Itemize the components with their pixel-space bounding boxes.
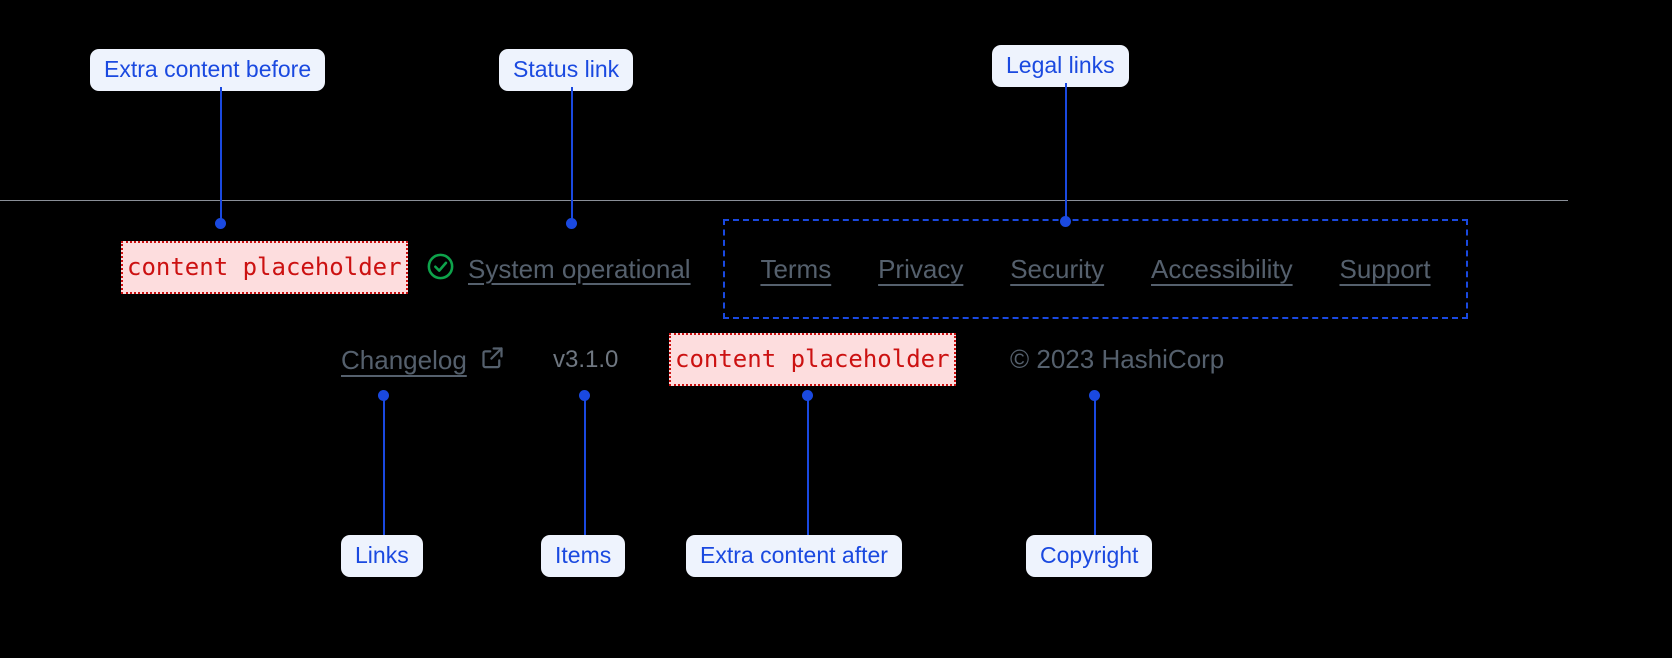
leader-extra-content-before [220,87,222,224]
leader-extra-content-after [807,396,809,535]
changelog-link[interactable]: Changelog [341,344,506,376]
legal-link-support[interactable]: Support [1339,253,1431,284]
legal-links-highlight-box [723,219,1468,319]
legal-link-privacy[interactable]: Privacy [878,253,964,284]
external-link-icon [479,344,506,376]
callout-copyright: Copyright [1026,535,1153,577]
check-circle-icon [425,251,456,287]
callout-extra-content-before: Extra content before [90,49,326,91]
anchor-dot-status-link [566,218,577,229]
anchor-dot-items [579,390,590,401]
anchor-dot-links [378,390,389,401]
extra-content-after-placeholder: content placeholder [669,333,956,386]
extra-content-before-placeholder: content placeholder [121,241,408,294]
changelog-link-label: Changelog [341,344,467,375]
leader-items [584,396,586,535]
leader-links [383,396,385,535]
callout-items: Items [541,535,626,577]
legal-link-security[interactable]: Security [1010,253,1105,284]
anchor-dot-extra-content-before [215,218,226,229]
legal-link-terms[interactable]: Terms [760,253,832,284]
callout-status-link: Status link [499,49,634,91]
status-link-label: System operational [468,253,691,284]
callout-extra-content-after: Extra content after [686,535,902,577]
anchor-dot-extra-content-after [802,390,813,401]
leader-status-link [571,87,573,224]
anchor-dot-copyright [1089,390,1100,401]
copyright-label: © 2023 HashiCorp [1010,344,1225,374]
leader-legal-links [1065,83,1067,221]
legal-links-list: Terms Privacy Security Accessibility Sup… [723,219,1468,319]
status-link[interactable]: System operational [425,251,691,287]
anchor-dot-legal-links [1060,216,1071,227]
leader-copyright [1094,396,1096,535]
legal-link-accessibility[interactable]: Accessibility [1151,253,1293,284]
callout-links: Links [341,535,423,577]
callout-legal-links: Legal links [992,45,1129,87]
version-label: v3.1.0 [553,346,619,373]
footer-top-divider [0,200,1568,201]
